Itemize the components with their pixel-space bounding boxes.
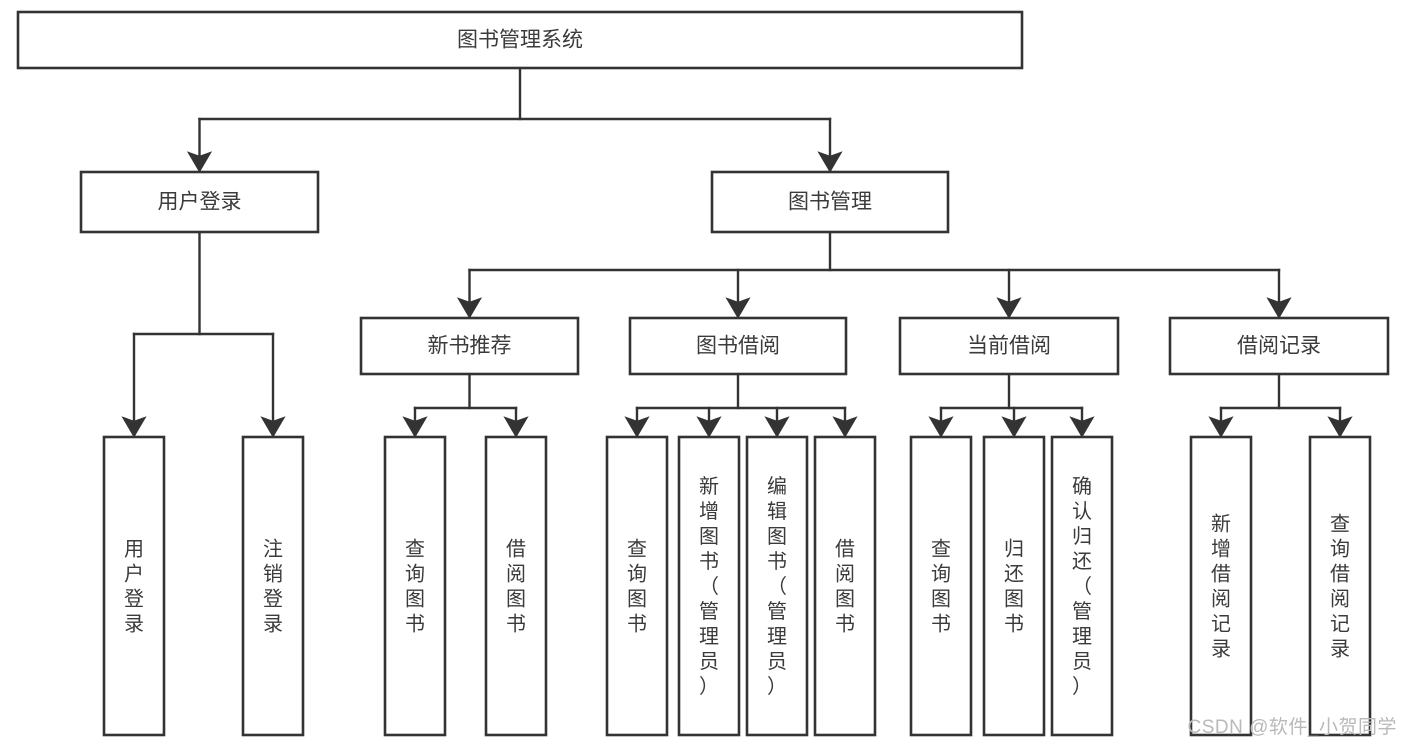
node-label: 图书借阅 [696, 335, 780, 358]
node-leaf-borrow-book-1[interactable]: 借阅图书 [484, 435, 548, 737]
node-leaf-add-record[interactable]: 新增借阅记录 [1189, 435, 1253, 737]
node-box [16, 10, 1024, 70]
node-leaf-return-book[interactable]: 归还图书 [982, 435, 1046, 737]
node-book-borrow[interactable]: 图书借阅 [628, 316, 848, 376]
node-leaf-edit-book[interactable]: 编辑图书（管理员） [745, 435, 809, 737]
node-label: 新增借阅记录 [1211, 513, 1231, 661]
node-label: 借阅记录 [1237, 335, 1321, 358]
node-current-borrow[interactable]: 当前借阅 [898, 316, 1120, 376]
node-label: 用户登录 [124, 539, 144, 636]
node-borrow-record[interactable]: 借阅记录 [1168, 316, 1390, 376]
node-box [813, 435, 877, 737]
node-box [79, 170, 320, 234]
node-leaf-query-book-1[interactable]: 查询图书 [383, 435, 447, 737]
node-box [898, 316, 1120, 376]
node-box [745, 435, 809, 737]
node-box [710, 170, 950, 234]
node-label: 当前借阅 [967, 335, 1051, 358]
node-leaf-add-book[interactable]: 新增图书（管理员） [677, 435, 741, 737]
node-label: 新书推荐 [428, 335, 512, 358]
node-label: 用户登录 [158, 191, 242, 214]
node-label: 查询图书 [931, 538, 951, 636]
node-label: 注销登录 [263, 538, 283, 636]
node-label: 图书管理系统 [457, 29, 583, 52]
connector-layer [121, 66, 1353, 438]
node-box [1308, 435, 1372, 737]
node-label: 确认归还（管理员） [1072, 475, 1092, 698]
node-box [909, 435, 973, 737]
node-label: 归还图书 [1004, 538, 1024, 636]
node-book-manage[interactable]: 图书管理 [710, 170, 950, 234]
node-leaf-borrow-book-2[interactable]: 借阅图书 [813, 435, 877, 737]
node-box [628, 316, 848, 376]
node-box [1050, 435, 1114, 737]
node-leaf-confirm-return[interactable]: 确认归还（管理员） [1050, 435, 1114, 737]
node-box [605, 435, 669, 737]
node-leaf-query-book-3[interactable]: 查询图书 [909, 435, 973, 737]
node-new-book-recommend[interactable]: 新书推荐 [359, 316, 580, 376]
node-box [359, 316, 580, 376]
node-root[interactable]: 图书管理系统 [16, 10, 1024, 70]
node-label: 查询图书 [405, 538, 425, 636]
node-label: 编辑图书（管理员） [767, 475, 787, 698]
node-leaf-query-record[interactable]: 查询借阅记录 [1308, 435, 1372, 737]
node-leaf-user-login[interactable]: 用户登录 [102, 435, 166, 737]
node-label: 图书管理 [788, 191, 872, 214]
node-layer: 图书管理系统用户登录图书管理新书推荐图书借阅当前借阅借阅记录用户登录注销登录查询… [16, 10, 1390, 737]
node-label: 借阅图书 [835, 538, 855, 636]
node-label: 借阅图书 [506, 538, 526, 636]
node-box [982, 435, 1046, 737]
node-leaf-query-book-2[interactable]: 查询图书 [605, 435, 669, 737]
node-user-login[interactable]: 用户登录 [79, 170, 320, 234]
node-label: 新增图书（管理员） [699, 475, 719, 698]
node-box [677, 435, 741, 737]
node-box [241, 435, 305, 737]
node-box [102, 435, 166, 737]
node-leaf-user-logout[interactable]: 注销登录 [241, 435, 305, 737]
node-box [1168, 316, 1390, 376]
node-box [1189, 435, 1253, 737]
node-label: 查询图书 [627, 538, 647, 636]
node-box [383, 435, 447, 737]
node-box [484, 435, 548, 737]
node-label: 查询借阅记录 [1330, 513, 1350, 661]
